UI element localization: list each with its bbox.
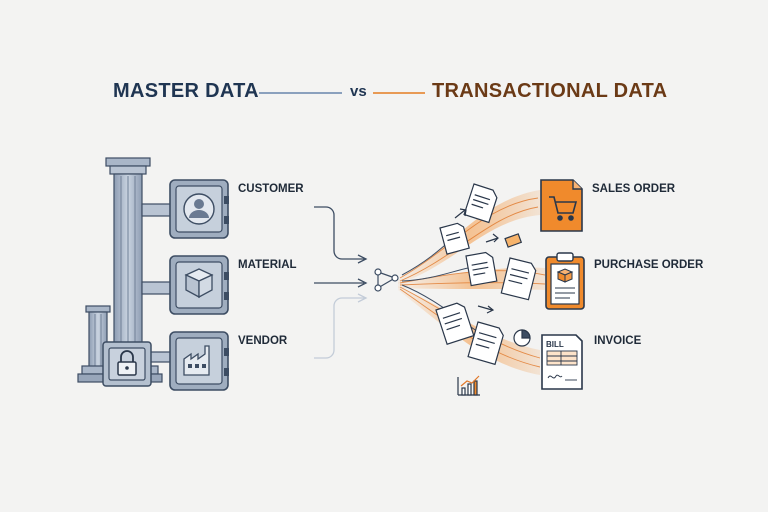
bill-label: BILL — [546, 340, 564, 349]
vendor-safe — [169, 331, 229, 391]
document-icon — [439, 222, 470, 255]
material-safe — [169, 255, 229, 315]
material-label: MATERIAL — [238, 259, 297, 271]
purchase-order-label: PURCHASE ORDER — [594, 259, 704, 271]
factory-icon — [183, 345, 210, 376]
document-icon — [467, 321, 504, 366]
sales-order-document — [540, 179, 583, 232]
hub-node — [374, 268, 399, 292]
title-divider-orange — [373, 92, 425, 94]
package-icon — [184, 268, 214, 299]
customer-icon — [189, 199, 209, 218]
clipboard-icon — [555, 268, 575, 299]
customer-safe — [169, 179, 229, 239]
vendor-label: VENDOR — [238, 335, 288, 347]
lock-safe-icon — [102, 341, 152, 387]
document-icon — [435, 302, 475, 345]
master-flow-lines — [314, 206, 368, 359]
bill-icon — [546, 350, 578, 381]
customer-label: CUSTOMER — [238, 183, 304, 195]
master-data-title: MASTER DATA — [113, 80, 259, 102]
vs-label: vs — [350, 83, 367, 100]
document-icon — [465, 251, 498, 287]
bar-chart-icon — [457, 375, 480, 396]
purchase-order-clipboard — [545, 252, 585, 310]
invoice-bill: BILL — [541, 334, 583, 390]
invoice-label: INVOICE — [594, 335, 642, 347]
master-connectors — [141, 203, 173, 363]
pie-chart-icon — [513, 329, 531, 347]
title-divider-blue — [259, 92, 342, 94]
flying-documents — [435, 183, 537, 396]
transactional-data-title: TRANSACTIONAL DATA — [432, 80, 668, 102]
diagram-title: MASTER DATA vs TRANSACTIONAL DATA — [0, 80, 768, 108]
document-icon — [500, 257, 537, 301]
money-icon — [504, 233, 523, 248]
shopping-cart-icon — [549, 196, 578, 221]
sales-order-label: SALES ORDER — [592, 183, 676, 195]
